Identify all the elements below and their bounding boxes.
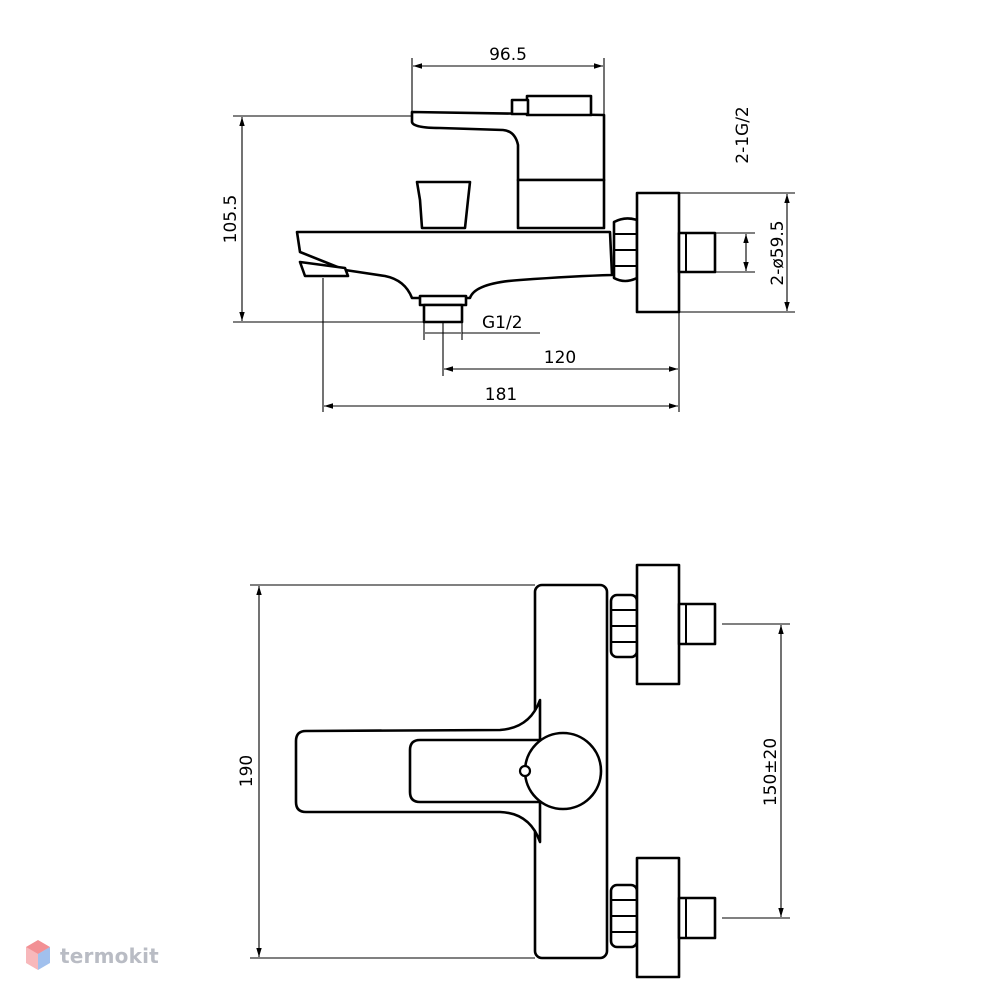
side-outlet-thread — [422, 303, 464, 324]
top-handle-knob — [523, 731, 603, 811]
watermark: termokit — [24, 936, 159, 976]
side-handle-block — [410, 110, 606, 182]
dim-thread-outlet: G1/2 — [482, 313, 523, 333]
top-connector-upper — [609, 563, 717, 686]
termokit-logo-icon — [26, 940, 50, 970]
side-inlet-pipe — [677, 231, 717, 274]
side-diverter-knob — [415, 180, 472, 230]
dim-thread-inlet: 2-1G/2 — [733, 106, 753, 163]
side-outlet-collar — [418, 294, 468, 307]
dim-depth-inlet: 120 — [544, 348, 576, 368]
side-handle-cap — [510, 98, 530, 116]
side-handle-top — [525, 94, 593, 117]
dim-length: 190 — [237, 755, 257, 787]
watermark-brand: termokit — [60, 944, 159, 968]
top-handle-knob-inner — [518, 764, 532, 778]
side-aerator — [298, 260, 350, 278]
dim-height: 105.5 — [221, 195, 241, 244]
side-spout — [295, 230, 614, 300]
side-escutcheon — [635, 191, 681, 314]
dim-depth-total: 181 — [485, 385, 517, 405]
top-view: 190 150±20 — [237, 563, 790, 979]
dim-diameter: 2-ø59.5 — [768, 220, 788, 285]
dim-width-top: 96.5 — [489, 45, 527, 65]
side-cartridge — [516, 178, 606, 230]
top-connector-lower — [609, 856, 717, 979]
side-view: 96.5 105.5 2-1G/2 2-ø59.5 G1/2 120 181 — [221, 45, 795, 412]
dim-spacing: 150±20 — [761, 738, 781, 806]
